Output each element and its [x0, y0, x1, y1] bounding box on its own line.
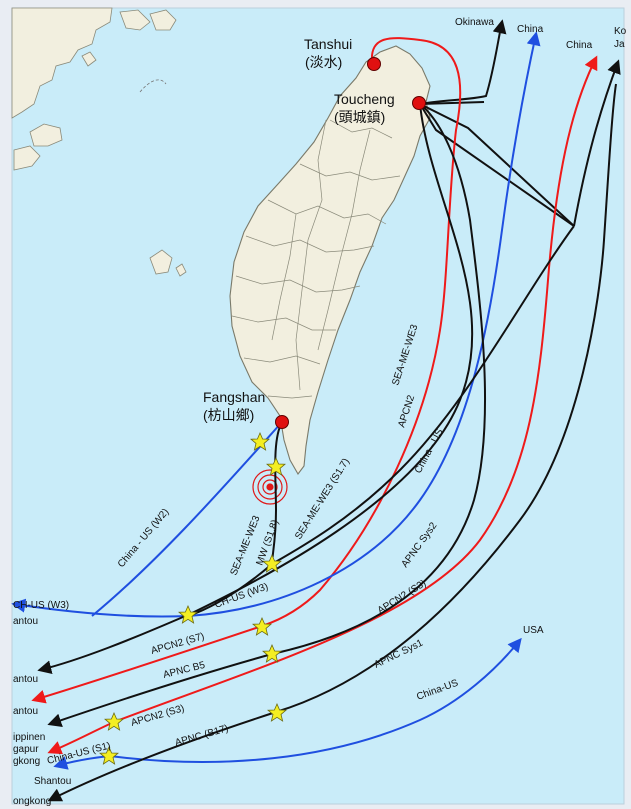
cable-korea-japan [573, 59, 621, 227]
cable-toucheng-connector-2 [419, 103, 575, 227]
cable-tanshui-apcn2 [261, 37, 462, 627]
mainland-coast [11, 7, 187, 277]
toucheng-name: Toucheng [334, 91, 395, 107]
cable-toucheng-connector-1 [419, 101, 485, 105]
dest-shantou-3: antou [13, 706, 38, 717]
dest-hongkong-1: gkong [13, 756, 40, 767]
dest-china-2: China [566, 40, 593, 51]
cable-fangshan-south [271, 421, 283, 565]
cable-ch-us-w3 [11, 598, 189, 618]
dest-shantou-4: Shantou [34, 776, 71, 787]
dest-japan: Ja [614, 39, 625, 50]
dest-hongkong-2: ongkong [13, 796, 51, 807]
cable-apnc-b17 [50, 83, 617, 800]
cable-sea-me-we3-s17 [37, 103, 474, 675]
toucheng-station [412, 96, 426, 110]
destination-labels: Okinawa China China Ko Ja USA CH-US (W3)… [13, 17, 627, 807]
cable-apcn2-s3-singapore [47, 721, 115, 755]
dest-korea: Ko [614, 26, 627, 37]
cable-okinawa [419, 19, 507, 105]
cable-china-us-north [187, 31, 541, 617]
cable-apnc-b5 [50, 103, 487, 724]
dest-shantou-1: antou [13, 616, 38, 627]
cable-sea-me-we3-east [271, 225, 575, 565]
fangshan-local: (枋山鄉) [203, 407, 254, 423]
fangshan-station [275, 415, 289, 429]
toucheng-local: (頭城鎮) [334, 109, 385, 125]
landing-stations [275, 57, 426, 429]
tanshui-station [367, 57, 381, 71]
dest-shantou-2: antou [13, 674, 38, 685]
dest-singapore: gapur [13, 744, 39, 755]
cable-toucheng-connector-3 [419, 103, 575, 227]
dest-china-1: China [517, 24, 544, 35]
dest-usa: USA [523, 625, 544, 636]
cable-china-us-usa [109, 637, 522, 763]
dest-ch-us-w3: CH-US (W3) [13, 600, 69, 611]
cable-apcn2-s7 [31, 625, 263, 704]
fangshan-name: Fangshan [203, 389, 265, 405]
dest-philippines: ippinen [13, 732, 45, 743]
tanshui-name: Tanshui [304, 36, 352, 52]
dest-okinawa: Okinawa [455, 17, 494, 28]
cable-apcn2-china [113, 55, 598, 723]
station-labels: Tanshui (淡水) Toucheng (頭城鎮) Fangshan (枋山… [203, 36, 395, 423]
tanshui-local: (淡水) [305, 54, 342, 70]
